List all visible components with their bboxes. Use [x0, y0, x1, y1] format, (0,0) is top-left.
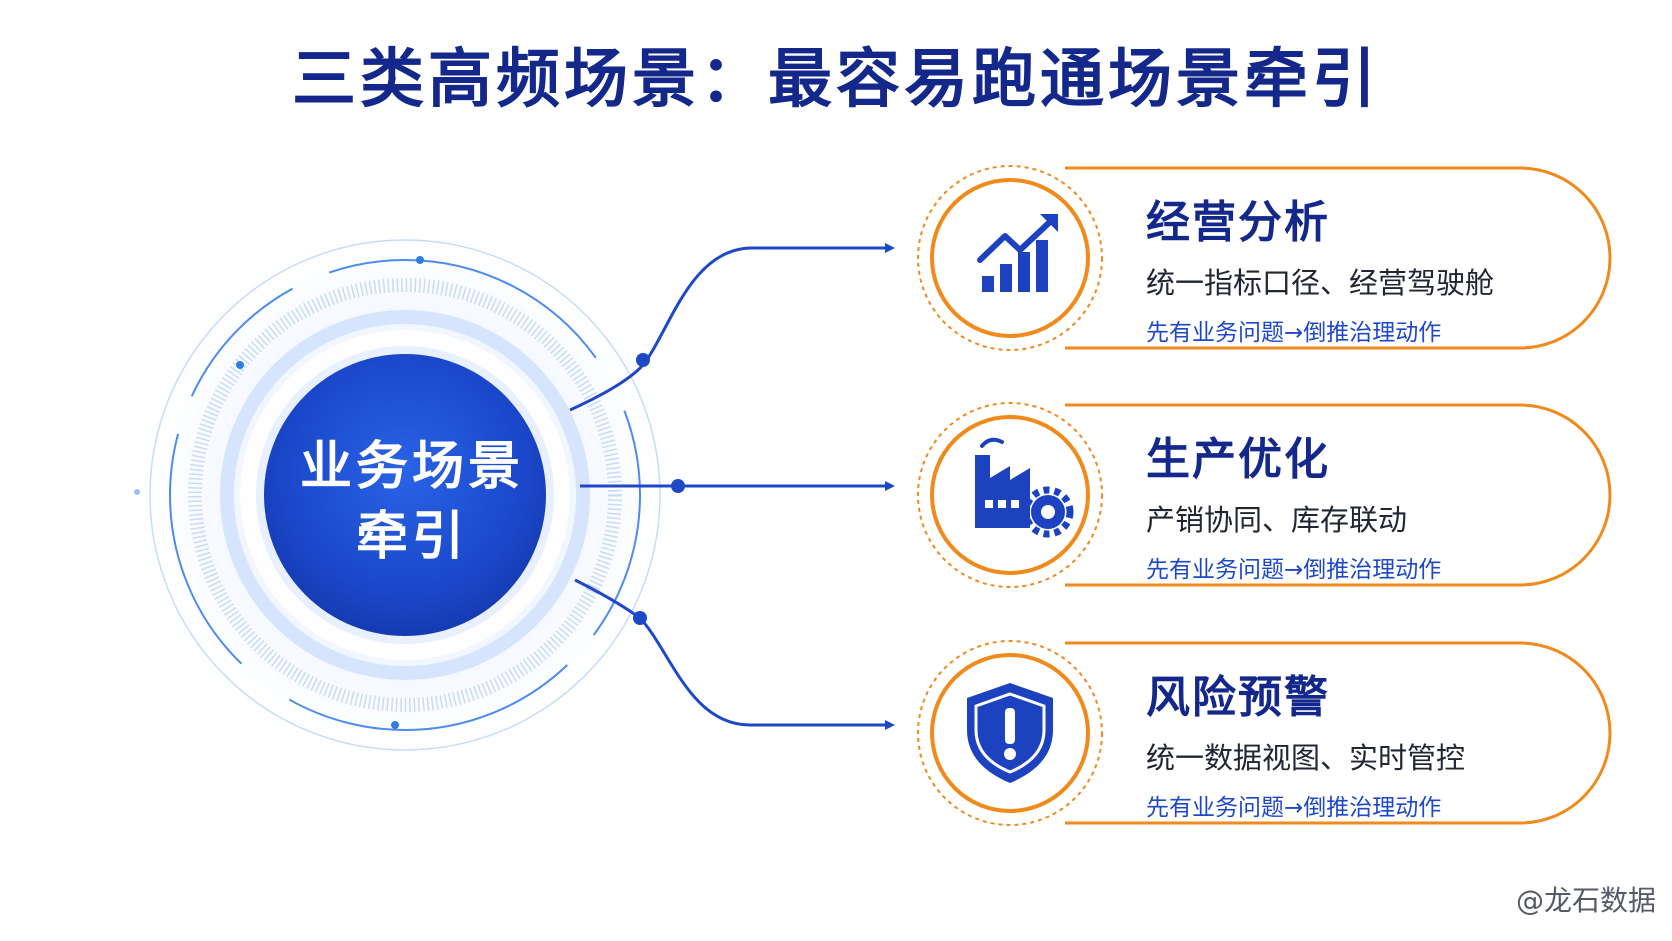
- card-title: 风险预警: [1146, 672, 1330, 723]
- card-description: 产销协同、库存联动: [1146, 503, 1408, 537]
- watermark: @龙石数据: [1515, 884, 1656, 917]
- card-title: 经营分析: [1146, 197, 1330, 248]
- page-title: 三类高频场景：最容易跑通场景牵引: [292, 43, 1380, 117]
- card-note: 先有业务问题→倒推治理动作: [1146, 320, 1442, 346]
- ring-dot: [416, 256, 424, 264]
- card-note: 先有业务问题→倒推治理动作: [1146, 795, 1442, 821]
- connector-node: [671, 479, 685, 493]
- hub-label-line2: 牵引: [355, 507, 468, 567]
- card-description: 统一数据视图、实时管控: [1146, 741, 1466, 775]
- scenario-card-business-analysis: 经营分析 统一指标口径、经营驾驶舱 先有业务问题→倒推治理动作: [1060, 178, 1620, 368]
- scenario-card-production-optimization: 生产优化 产销协同、库存联动 先有业务问题→倒推治理动作: [1060, 415, 1620, 605]
- ring-dot: [391, 721, 399, 729]
- card-note: 先有业务问题→倒推治理动作: [1146, 557, 1442, 583]
- ring-dot: [134, 489, 140, 495]
- connector-node: [633, 611, 647, 625]
- card-title: 生产优化: [1146, 434, 1330, 485]
- connector-arrow-top: [569, 243, 895, 412]
- card-description: 统一指标口径、经营驾驶舱: [1146, 266, 1495, 300]
- growth-chart-icon: [977, 214, 1058, 292]
- hub-label: 业务场景 牵引: [262, 432, 562, 572]
- hub-circle: [256, 346, 554, 644]
- connector-node: [636, 353, 650, 367]
- connector-arrow-bottom: [574, 578, 895, 730]
- factory-gear-icon: [975, 437, 1074, 538]
- hub-label-line1: 业务场景: [299, 437, 524, 497]
- shield-alert-icon: [967, 683, 1053, 783]
- card-frame: [917, 165, 1612, 351]
- ring-dot: [236, 361, 244, 369]
- scenario-card-risk-warning: 风险预警 统一数据视图、实时管控 先有业务问题→倒推治理动作: [1060, 653, 1620, 843]
